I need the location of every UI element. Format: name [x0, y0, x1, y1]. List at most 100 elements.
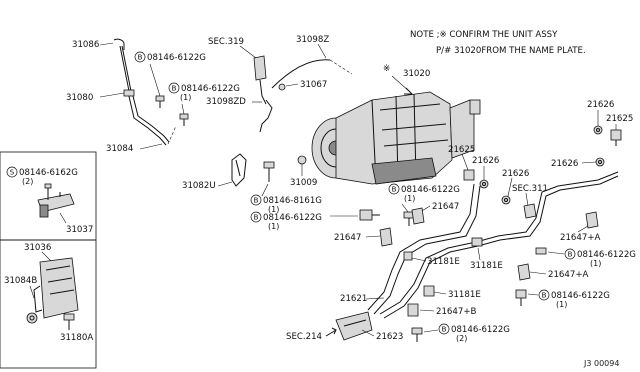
bolt-31180a: [63, 313, 75, 330]
bolt-symbol-icon: [388, 183, 400, 195]
bolt-symbol-icon: [168, 82, 180, 94]
label-08146-6122g-d: 08146-6122G: [401, 185, 460, 195]
callout-s-08146-6162g: S 08146-6162G (2): [6, 166, 78, 186]
callout-b-08146-6122g-b: B 08146-6122G (1): [168, 82, 240, 102]
label-08146-6122g-c: 08146-6122G: [263, 213, 322, 223]
label-08146-6122g-a: 08146-6122G: [147, 53, 206, 63]
label-08146-6122g-g: 08146-6122G: [451, 325, 510, 335]
label-21647-a: 21647: [432, 202, 459, 212]
label-31084b: 31084B: [4, 276, 37, 286]
clip-21647-a: [411, 207, 425, 225]
part-21623-bracket: [335, 311, 373, 341]
label-31180a: 31180A: [60, 333, 93, 343]
label-21647a-b: 21647+A: [548, 270, 589, 280]
callout-b-08146-6122g-e: B 08146-6122G (1): [564, 248, 636, 268]
label-31082u: 31082U: [182, 181, 216, 191]
bolt-symbol-letter: B: [542, 292, 547, 300]
clip-21647-b: [379, 227, 393, 247]
part-31086-dipstick: [113, 38, 133, 97]
clip-21647a-a: [585, 211, 599, 229]
bolt-symbol-icon: [564, 248, 576, 260]
inset-box-lower: [0, 239, 97, 369]
label-31009: 31009: [290, 178, 317, 188]
bolt-symbol-letter: B: [254, 197, 259, 205]
note-line-2: P/# 31020FROM THE NAME PLATE.: [436, 46, 586, 56]
label-31020: 31020: [403, 69, 430, 79]
bolt-part-e: [535, 247, 547, 255]
label-sec-319: SEC.319: [208, 37, 244, 47]
clip-31181e-b: [471, 237, 483, 247]
bolt-symbol-letter: B: [172, 85, 177, 93]
label-31181e-b: 31181E: [470, 261, 503, 271]
bolt-symbol-letter: B: [392, 186, 397, 194]
part-31020-transmission: [311, 91, 481, 185]
bolt-symbol-letter: B: [568, 251, 573, 259]
clip-sec-311: [523, 203, 537, 219]
label-08146-6122g-b: 08146-6122G: [181, 84, 240, 94]
label-21647-b: 21647: [334, 233, 361, 243]
nut-31084b: [26, 312, 38, 324]
label-sec-311: SEC.311: [512, 184, 548, 194]
washer-21626-b: [479, 179, 489, 189]
label-21626-d: 21626: [551, 159, 578, 169]
arrow-icon: [325, 329, 337, 337]
label-21647a-a: 21647+A: [560, 233, 601, 243]
label-21647b: 21647+B: [436, 307, 477, 317]
label-qty-2: (2): [22, 177, 33, 186]
cable-bracket-part: [253, 55, 267, 105]
part-31082u-bracket: [231, 153, 247, 187]
bolt-part-f: [515, 289, 527, 306]
label-21626-c: 21626: [502, 169, 529, 179]
part-31037-bracket: [37, 183, 75, 224]
label-21626-b: 21626: [472, 156, 499, 166]
label-qty-1: (1): [404, 194, 415, 203]
bolt-part-c: [359, 209, 380, 221]
part-21621-cooler-lines: [367, 171, 619, 319]
inset-box-group: [0, 151, 97, 369]
label-31080: 31080: [66, 93, 93, 103]
label-21625-a: 21625: [448, 145, 475, 155]
callout-b-08146-6122g-a: B 08146-6122G: [134, 51, 206, 63]
bolt-symbol-letter: B: [138, 54, 143, 62]
label-31037: 31037: [66, 225, 93, 235]
bolt-symbol-letter: B: [254, 214, 259, 222]
screw-symbol-letter: S: [10, 169, 15, 177]
diagram-code: J3 00094: [583, 359, 619, 368]
label-31067: 31067: [300, 80, 327, 90]
callout-b-08146-6122g-g: B 08146-6122G (2): [438, 323, 510, 343]
callout-b-08146-6122g-f: B 08146-6122G (1): [538, 289, 610, 309]
label-08146-8161g: 08146-8161G: [263, 196, 322, 206]
bolt-symbol-icon: [250, 211, 262, 223]
label-21621: 21621: [340, 294, 367, 304]
label-sec-214: SEC.214: [286, 332, 322, 342]
label-31036: 31036: [24, 243, 51, 253]
label-21623: 21623: [376, 332, 403, 342]
label-08146-6122g-f: 08146-6122G: [551, 291, 610, 301]
bolt-symbol-icon: [250, 194, 262, 206]
washer-21626-c: [501, 195, 511, 205]
bolt-part-b: [179, 113, 189, 126]
label-31084: 31084: [106, 144, 133, 154]
bolt-part-a: [155, 95, 165, 108]
callout-b-08146-6122g-c: B 08146-6122G (1): [250, 211, 322, 231]
label-21625-b: 21625: [606, 114, 633, 124]
screw-symbol-icon: [6, 166, 18, 178]
arrow-icon: [404, 87, 414, 95]
label-31098z: 31098Z: [296, 35, 329, 45]
part-31009-bolt: [297, 155, 307, 165]
bolt-part-g: [411, 327, 423, 342]
label-31086: 31086: [72, 40, 99, 50]
label-08146-6162g: 08146-6162G: [19, 168, 78, 178]
label-qty-1: (1): [590, 259, 601, 268]
bolt-symbol-letter: B: [442, 326, 447, 334]
label-qty-1: (1): [180, 93, 191, 102]
part-31098zd-cable: [259, 99, 273, 133]
bolt-symbol-icon: [134, 51, 146, 63]
label-21626-a: 21626: [587, 100, 614, 110]
washer-21626-d: [595, 157, 605, 167]
bolt-symbol-icon: [538, 289, 550, 301]
clip-21647a-b: [517, 263, 531, 281]
callout-b-08146-8161g: B 08146-8161G (1): [250, 194, 322, 214]
clip-31181e-a: [403, 251, 413, 261]
label-qty-1: (1): [268, 205, 279, 214]
